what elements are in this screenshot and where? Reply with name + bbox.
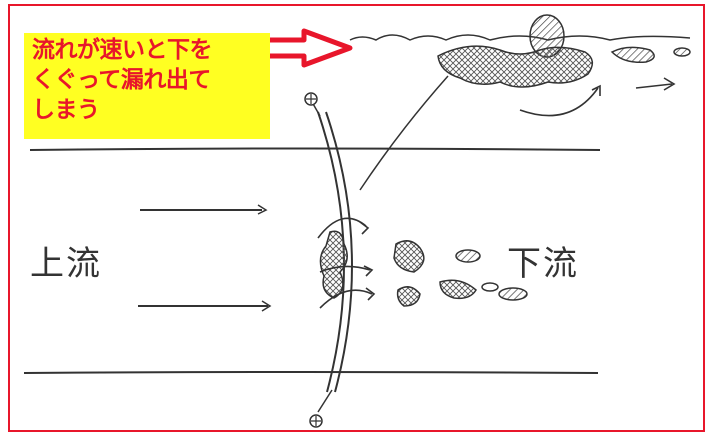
flow-arrow-icon (138, 300, 272, 312)
oil-blob-icon (393, 240, 425, 273)
leaked-oil (393, 240, 528, 307)
oil-blob-icon (319, 230, 348, 299)
oil-blob-icon (610, 46, 655, 64)
flow-arrow-icon (317, 217, 376, 309)
callout-text: 流れが速いと下を くぐって漏れ出て しまう (32, 37, 213, 123)
oil-blob-icon (481, 282, 499, 292)
river-bank-top (29, 147, 601, 151)
callout-box: 流れが速いと下を くぐって漏れ出て しまう (24, 33, 270, 139)
leader-line (359, 75, 449, 191)
oil-blob-icon (455, 249, 481, 263)
oil-blob-icon (673, 47, 691, 57)
flow-arrow-icon (519, 77, 676, 117)
oil-blob-icon (439, 279, 477, 300)
callout-arrow-icon (263, 28, 353, 68)
oil-blob-icon (396, 286, 421, 307)
anchor-buoy-icon (304, 92, 318, 106)
river-bank-bottom (23, 371, 599, 374)
oil-blob-icon (498, 287, 528, 301)
downstream-label: 下流 (507, 244, 579, 284)
flow-arrow-icon (140, 204, 268, 215)
upstream-label: 上流 (30, 244, 102, 284)
anchor-buoy-icon (309, 414, 323, 428)
oil-blob-icon (437, 45, 594, 88)
water-surface (349, 34, 691, 41)
